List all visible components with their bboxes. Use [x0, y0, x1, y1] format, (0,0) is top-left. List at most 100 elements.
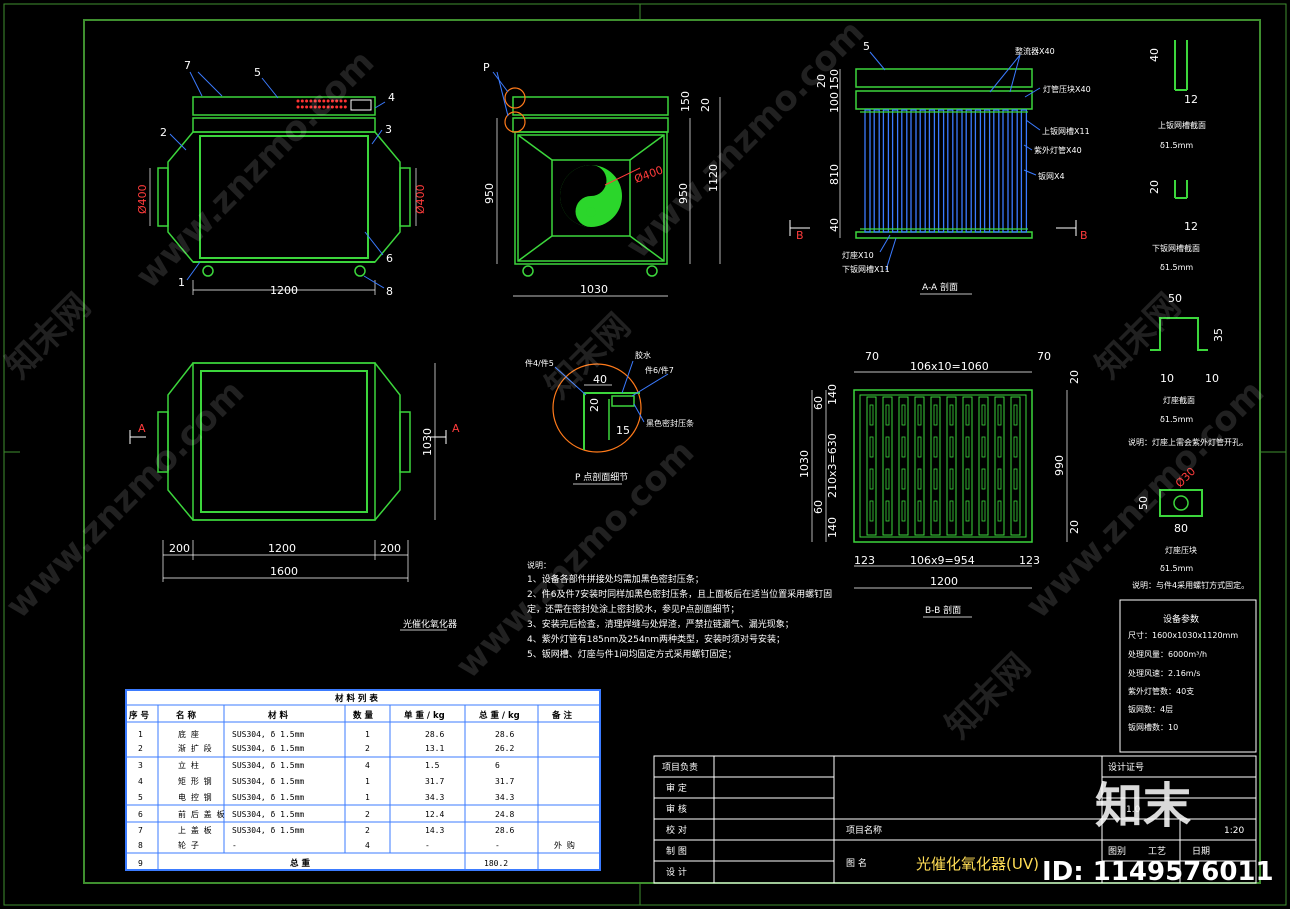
side-top2-dim: 20 [699, 98, 712, 112]
aa-mark-left: B [796, 229, 804, 242]
led-indicator [330, 105, 334, 109]
lamp-slot-hole [901, 436, 906, 458]
lamp-slot-hole [981, 436, 986, 458]
bom-cell: 6 [138, 810, 143, 819]
side-callout-p: P [483, 61, 490, 74]
lamp-slot-hole [917, 500, 922, 522]
bom-cell: SUS304, δ 1.5mm [232, 730, 304, 739]
tb-label-6: 设 计 [666, 866, 687, 878]
watermark-3: www.znzmo.com [0, 372, 252, 626]
tb-right-6: 日期 [1192, 846, 1210, 857]
tb-label-1: 项目负责 [662, 761, 698, 773]
bom-cell: 28.6 [495, 826, 514, 835]
callout-5: 5 [254, 66, 261, 79]
bom-cell: 1 [365, 793, 370, 802]
bb-b123l: 123 [854, 554, 875, 567]
lamp-note: 说明：灯座上需会紫外灯管开孔。 [1128, 437, 1248, 447]
tb-label-3: 审 核 [666, 803, 687, 815]
led-indicator [335, 99, 339, 103]
detail-label-2: 胶水 [635, 350, 651, 360]
led-indicator [322, 99, 326, 103]
profiles: 40 12 上钣网槽截面 δ1.5mm 20 12 下钣网槽截面 δ1.5mm … [1128, 40, 1249, 590]
lamp-slot-hole [965, 404, 970, 426]
note-line-2: 2、件6及件7安装时同样加黑色密封压条，且上面板后在适当位置采用螺钉固 [527, 588, 832, 600]
bb-d60b: 60 [812, 500, 825, 514]
bom-cell: 1 [365, 730, 370, 739]
tb-label-2: 审 定 [666, 782, 687, 794]
lamp-d2: 80 [1174, 522, 1188, 535]
tb-right-5: 工艺 [1148, 846, 1166, 857]
bom-cell: 6 [495, 761, 500, 770]
callout-1: 1 [178, 276, 185, 289]
lamp-slot-hole [981, 468, 986, 490]
aa-mark-right: B [1080, 229, 1088, 242]
side-total-dim: 1120 [707, 164, 720, 192]
lamp-note2: 说明：与件4采用螺钉方式固定。 [1132, 580, 1249, 590]
side-height-left-dim: 950 [483, 183, 496, 204]
lamp-slot [930, 396, 941, 536]
led-indicator [313, 105, 317, 109]
bb-top: 106x10=1060 [910, 360, 989, 373]
lamp-slot-hole [869, 500, 874, 522]
bom-cell: 2 [365, 744, 370, 753]
detail-title: P 点剖面细节 [575, 471, 628, 483]
bom-head-4: 单 重 / kg [404, 710, 445, 721]
led-indicator [300, 99, 304, 103]
lamp-slot-hole [997, 404, 1002, 426]
callout-8: 8 [386, 285, 393, 298]
callout-6: 6 [386, 252, 393, 265]
aa-dim-810: 810 [828, 164, 841, 185]
bom-cell: 4 [365, 761, 370, 770]
uv-tube [937, 109, 945, 233]
lamp-slot-hole [997, 500, 1002, 522]
lamp-slot-hole [949, 404, 954, 426]
led-indicator [296, 105, 300, 109]
bom-total-value: 180.2 [484, 859, 508, 868]
bom-cell: SUS304, δ 1.5mm [232, 761, 304, 770]
detail-label-1: 件4/件5 [525, 358, 554, 368]
section-bb: 70 70 106x10=1060 1030 60 140 210x3=630 … [798, 350, 1081, 618]
uv-tube [1011, 109, 1018, 233]
led-indicator [326, 99, 330, 103]
bb-h990: 990 [1053, 455, 1066, 476]
lamp-slot-hole [885, 468, 890, 490]
bb-bottom: 106x9=954 [910, 554, 975, 567]
led-indicator [343, 99, 347, 103]
lamp-slot-hole [869, 404, 874, 426]
bom-cell: 31.7 [495, 777, 514, 786]
led-indicator [339, 105, 343, 109]
watermark-logo: 知末 [1095, 778, 1191, 834]
uv-tube [993, 109, 1000, 233]
aa-callout-5: 5 [863, 40, 870, 53]
led-indicator [300, 105, 304, 109]
bom-head-2: 材 料 [267, 710, 288, 721]
callout-2: 2 [160, 126, 167, 139]
lamp-slot-hole [1013, 436, 1018, 458]
bom-cell: - [495, 841, 500, 850]
bom-cell: SUS304, δ 1.5mm [232, 793, 304, 802]
profile2-thk: δ1.5mm [1160, 263, 1193, 272]
lamp-slot [994, 396, 1005, 536]
detail-40-dim: 40 [593, 373, 607, 386]
param-6: 钣网槽数：10 [1128, 722, 1178, 732]
param-1: 尺寸：1600x1030x1120mm [1128, 630, 1238, 640]
profile3-d1: 50 [1168, 292, 1182, 305]
led-indicator [318, 99, 321, 103]
lamp-slot-hole [917, 404, 922, 426]
profile1-title: 上钣网槽截面 [1158, 120, 1206, 130]
bom-cell: 2 [138, 744, 143, 753]
lamp-slot-hole [901, 500, 906, 522]
uv-tube [956, 109, 963, 233]
aa-dim-100: 100 [828, 92, 841, 113]
param-5: 钣网数：4层 [1128, 704, 1173, 714]
bom-title: 材 料 列 表 [334, 693, 378, 704]
led-indicator [343, 105, 347, 109]
bom-cell: 底 座 [178, 729, 199, 739]
uv-tube [983, 109, 991, 233]
profile2-d1: 20 [1148, 180, 1161, 194]
param-4: 紫外灯管数：40支 [1128, 686, 1194, 696]
side-height-right-dim: 950 [677, 183, 690, 204]
aa-label-3: 上钣网槽X11 [1042, 126, 1090, 136]
bom-head-5: 总 重 / kg [479, 710, 520, 721]
